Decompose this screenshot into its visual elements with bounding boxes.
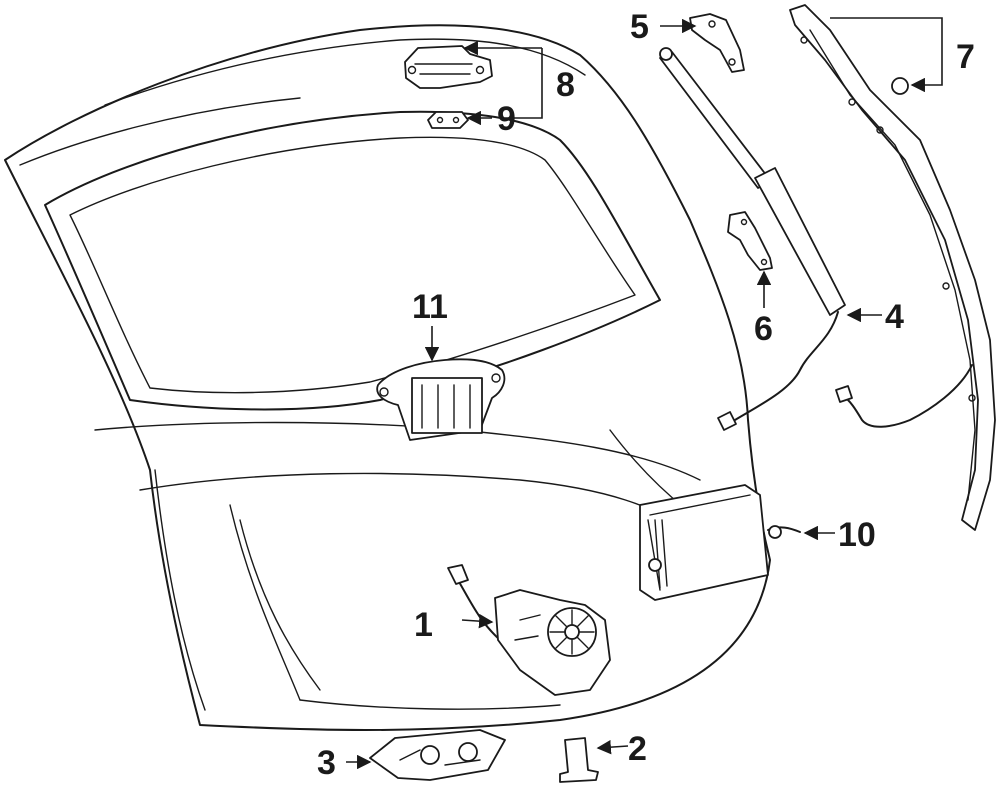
part-8-hinge [404, 45, 493, 89]
part-1-actuator [447, 564, 611, 696]
part-7-trim [789, 4, 996, 531]
part-9-plate [427, 111, 469, 129]
leader-1 [461, 613, 494, 629]
callout-6: 6 [754, 310, 773, 348]
part-10-module [639, 484, 801, 601]
callout-1: 1 [414, 606, 433, 644]
callout-10: 10 [838, 516, 876, 554]
callout-4: 4 [885, 298, 904, 336]
callout-3: 3 [317, 744, 336, 782]
part-11-lamp [376, 358, 506, 441]
callout-8: 8 [556, 66, 575, 104]
part-4-strut [659, 47, 846, 431]
callout-11: 11 [412, 288, 448, 326]
leader-lines [346, 17, 943, 770]
callout-2: 2 [628, 730, 647, 768]
leader-7 [830, 17, 943, 93]
part-2-clip [559, 737, 599, 783]
leader-2 [596, 739, 629, 755]
callout-5: 5 [630, 8, 649, 46]
callout-numbers: 1 2 3 4 5 6 7 8 9 10 11 [317, 8, 975, 782]
callout-9: 9 [497, 100, 516, 138]
part-3-handle [369, 729, 506, 781]
part-6-bracket [727, 211, 773, 271]
part-5-bracket [689, 13, 745, 73]
leader-8-bracket [502, 48, 543, 119]
callout-7: 7 [956, 38, 975, 76]
